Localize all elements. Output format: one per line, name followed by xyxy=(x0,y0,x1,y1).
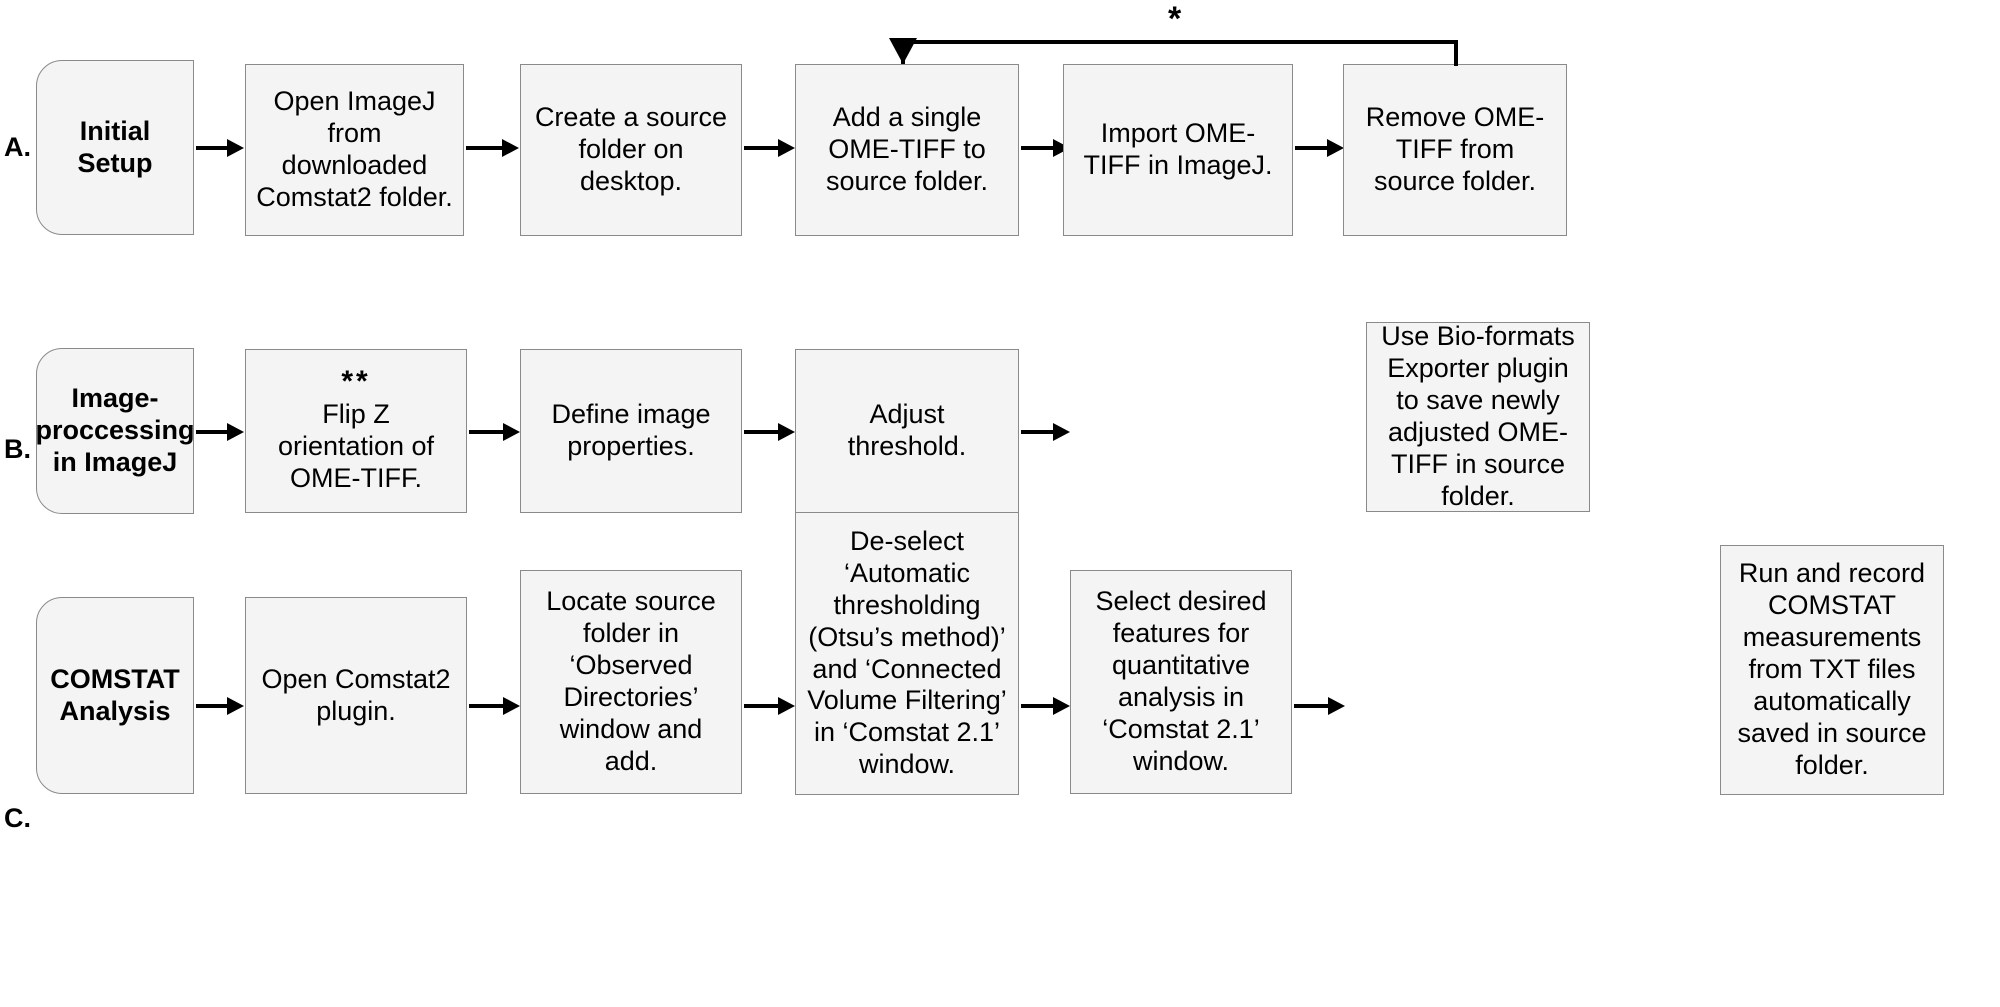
row-c-step-4[interactable]: Select desired features for quantitative… xyxy=(1070,570,1292,794)
row-c-step-2[interactable]: Locate source folder in ‘Observed Direct… xyxy=(520,570,742,794)
arrow-head xyxy=(1053,697,1070,715)
arrow-shaft xyxy=(469,704,505,708)
arrow-shaft xyxy=(1021,704,1055,708)
loop-segment-top xyxy=(901,40,1458,44)
row-c-start-box[interactable]: COMSTAT Analysis xyxy=(36,597,194,794)
arrow-head xyxy=(778,139,795,157)
arrow-head xyxy=(503,423,520,441)
row-b-start-box[interactable]: Image- proccessing in ImageJ xyxy=(35,348,195,514)
row-label-b: B. xyxy=(4,434,31,464)
arrow-head xyxy=(1328,697,1345,715)
arrow-shaft xyxy=(1294,704,1330,708)
row-a-step-3[interactable]: Add a single OME-TIFF to source folder. xyxy=(795,64,1019,236)
arrow-shaft xyxy=(744,430,780,434)
arrow-b-3 xyxy=(1021,423,1071,441)
row-a-start-box[interactable]: Initial Setup xyxy=(36,60,194,235)
arrow-shaft xyxy=(1295,146,1329,150)
arrow-head xyxy=(227,423,244,441)
arrow-head xyxy=(778,697,795,715)
row-c-step-1[interactable]: Open Comstat2 plugin. xyxy=(245,597,467,794)
arrow-a-4 xyxy=(1295,139,1345,157)
arrow-c-4 xyxy=(1294,697,1346,715)
arrow-shaft xyxy=(744,146,780,150)
arrow-shaft xyxy=(744,704,780,708)
arrow-shaft xyxy=(196,430,229,434)
arrow-b-1 xyxy=(469,423,521,441)
row-b-step-1[interactable]: ** Flip Z orientation of OME-TIFF. xyxy=(245,349,467,513)
row-a-step-2[interactable]: Create a source folder on desktop. xyxy=(520,64,742,236)
arrow-a-0 xyxy=(196,139,244,157)
arrow-head xyxy=(503,697,520,715)
double-asterisk-marker: ** xyxy=(341,365,371,399)
row-b-step-4[interactable]: Use Bio-formats Exporter plugin to save … xyxy=(1366,321,1590,512)
row-a-step-1[interactable]: Open ImageJ from downloaded Comstat2 fol… xyxy=(245,64,464,236)
arrow-shaft xyxy=(1021,430,1055,434)
arrow-c-1 xyxy=(469,697,521,715)
arrow-c-2 xyxy=(744,697,796,715)
row-b-step-2[interactable]: Define image properties. xyxy=(520,349,742,513)
loop-segment-right xyxy=(1454,40,1458,66)
row-label-a: A. xyxy=(4,132,31,162)
arrow-b-2 xyxy=(744,423,796,441)
row-label-c: C. xyxy=(4,803,31,833)
row-c-step-3[interactable]: De-select ‘Automatic thresholding (Otsu’… xyxy=(795,512,1019,795)
arrow-head xyxy=(778,423,795,441)
arrow-a-1 xyxy=(466,139,520,157)
arrow-head xyxy=(227,697,244,715)
row-b-step-3[interactable]: Adjust threshold. xyxy=(795,349,1019,513)
arrow-shaft xyxy=(196,704,229,708)
loop-arrow-head xyxy=(889,38,917,64)
arrow-head xyxy=(502,139,519,157)
arrow-shaft xyxy=(469,430,505,434)
arrow-a-2 xyxy=(744,139,796,157)
arrow-head xyxy=(1327,139,1344,157)
arrow-b-0 xyxy=(196,423,244,441)
row-a-step-5[interactable]: Remove OME- TIFF from source folder. xyxy=(1343,64,1567,236)
row-b-step-1-text: Flip Z orientation of OME-TIFF. xyxy=(277,399,435,493)
arrow-shaft xyxy=(1021,146,1055,150)
arrow-head xyxy=(227,139,244,157)
arrow-c-3 xyxy=(1021,697,1071,715)
arrow-shaft xyxy=(196,146,229,150)
arrow-head xyxy=(1053,423,1070,441)
row-c-step-5[interactable]: Run and record COMSTAT measurements from… xyxy=(1720,545,1944,795)
arrow-c-0 xyxy=(196,697,244,715)
row-a-step-4[interactable]: Import OME- TIFF in ImageJ. xyxy=(1063,64,1293,236)
arrow-shaft xyxy=(466,146,504,150)
loop-asterisk-marker: * xyxy=(1168,0,1182,38)
